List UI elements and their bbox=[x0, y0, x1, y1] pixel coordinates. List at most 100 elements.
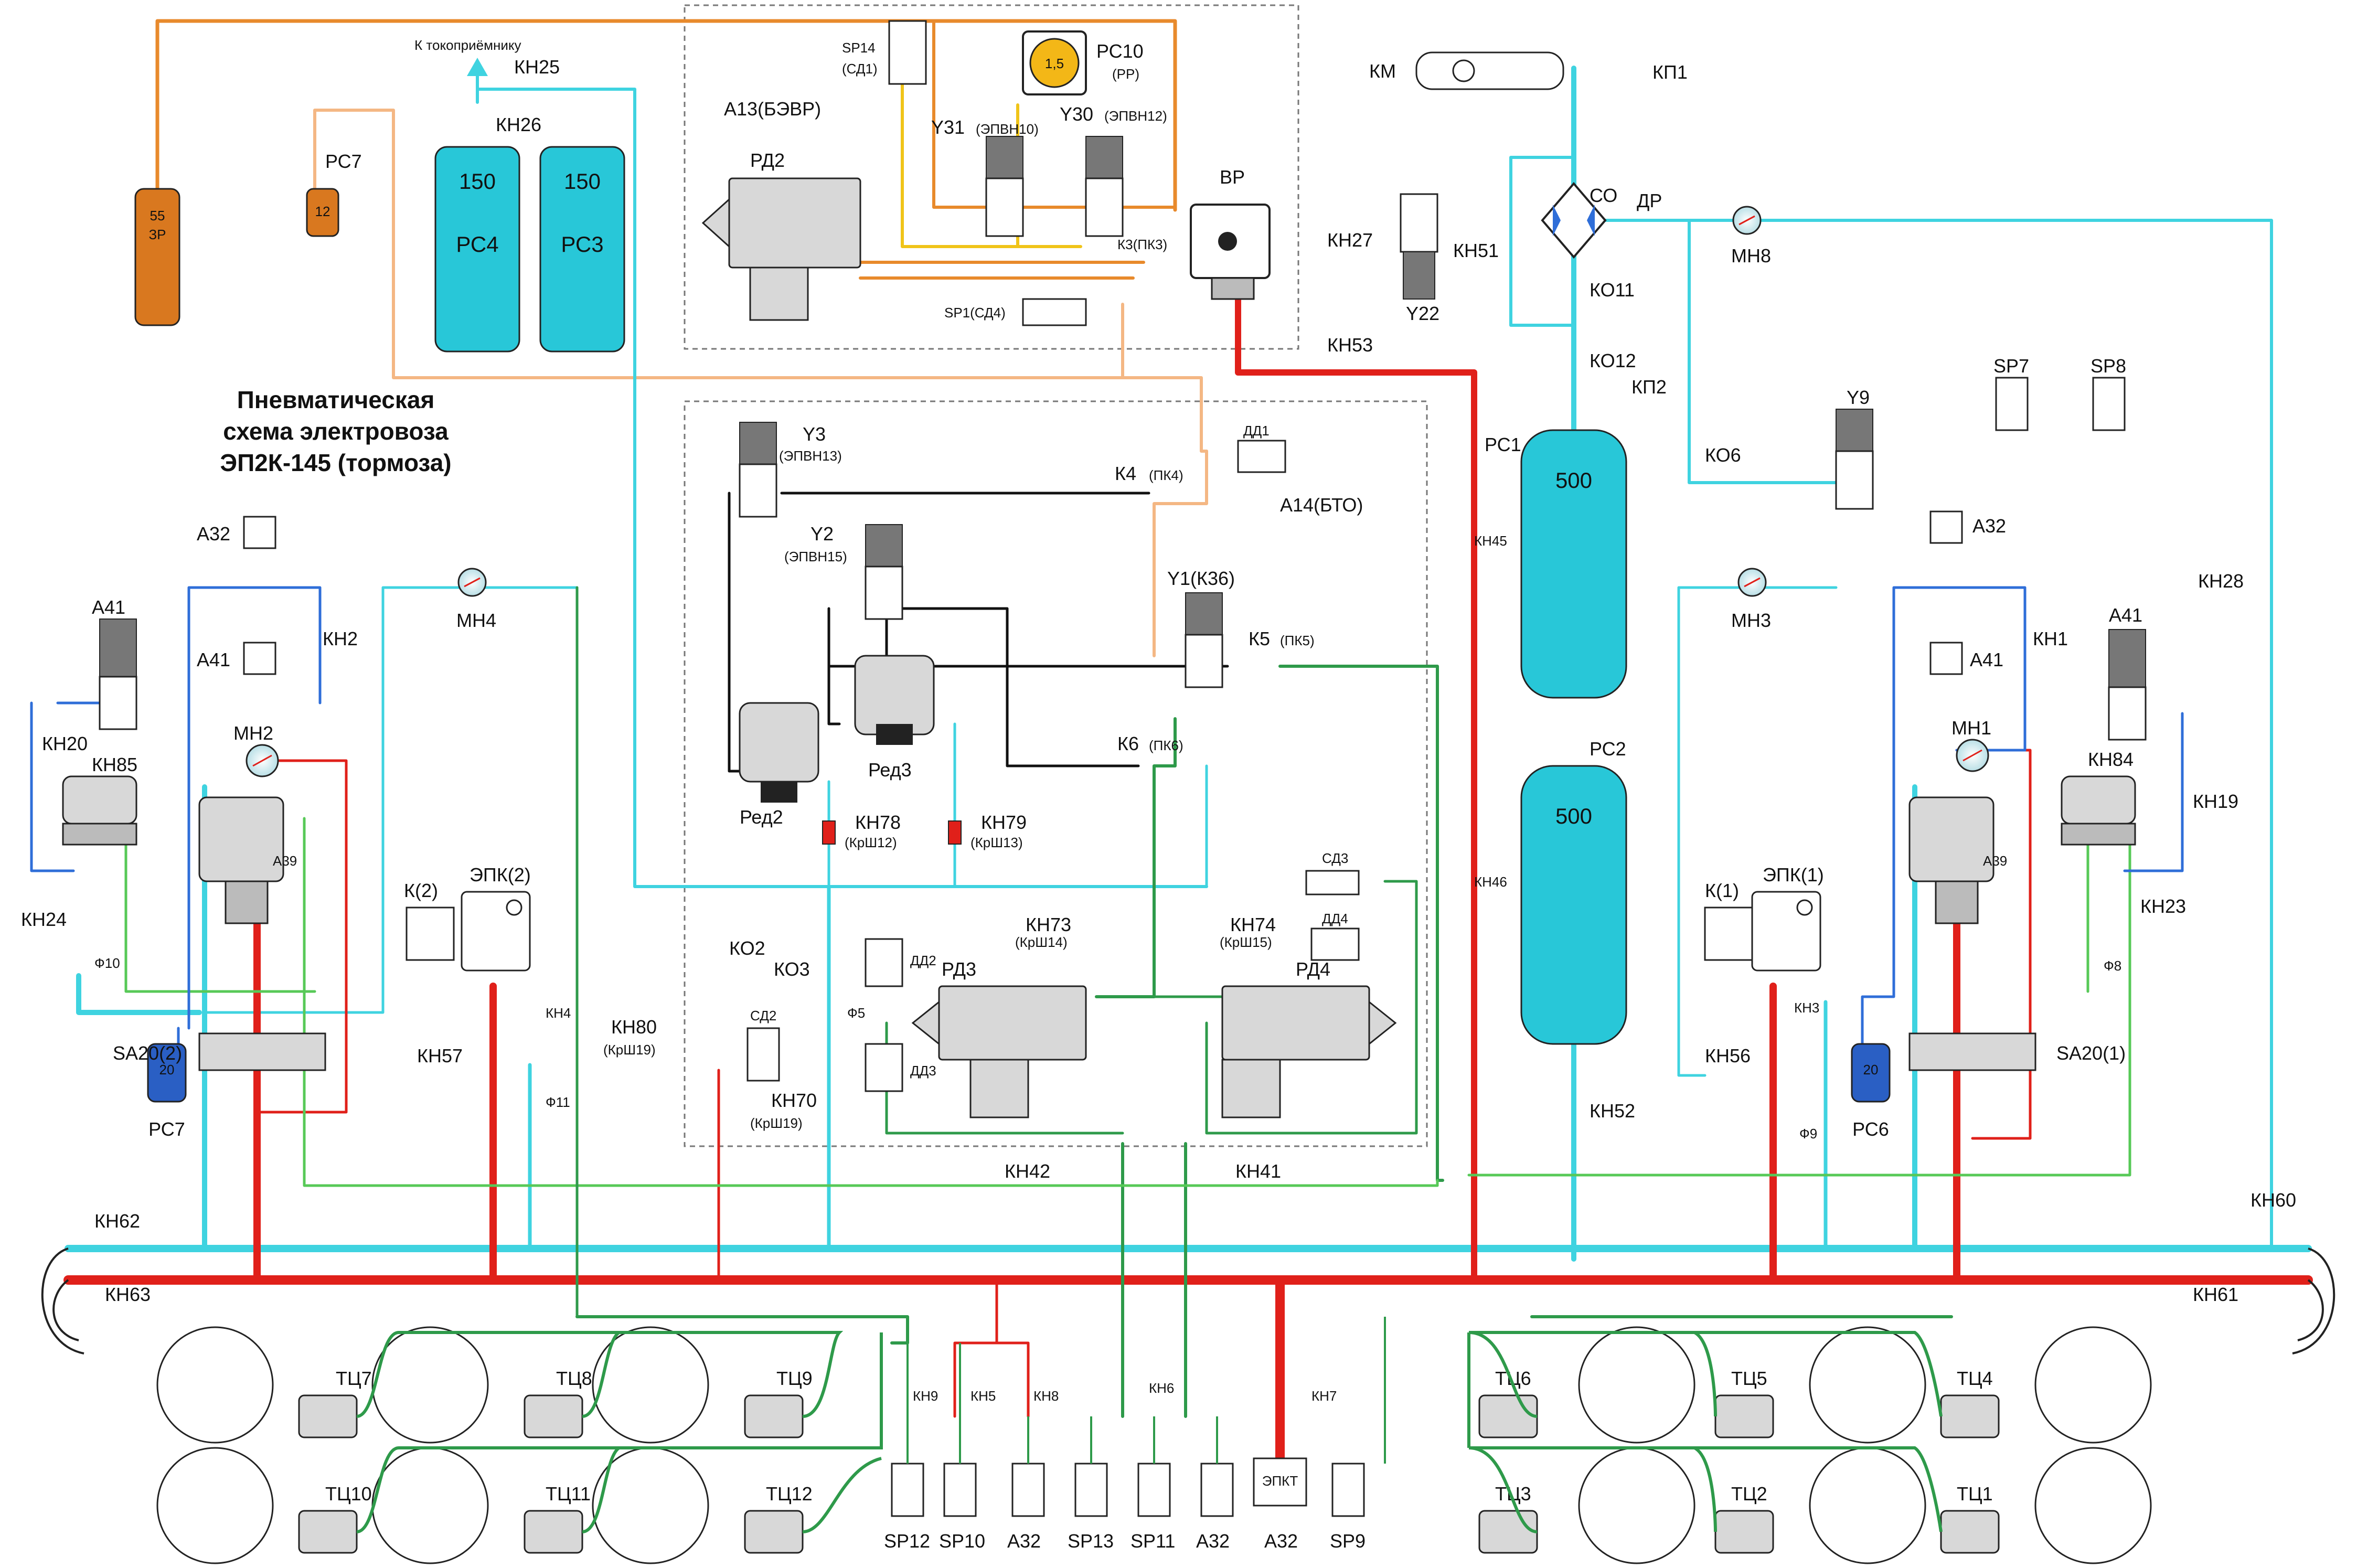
rs1-volume: 500 bbox=[1555, 468, 1592, 493]
sensor-sd3 bbox=[1305, 870, 1360, 895]
mn1-label: МН1 bbox=[1951, 717, 1991, 739]
brake-cylinder-tc1 bbox=[1940, 1510, 2000, 1554]
valve-a41-left bbox=[99, 618, 137, 730]
brake-valve-kn84 bbox=[2061, 775, 2136, 846]
tc5-label: ТЦ5 bbox=[1731, 1368, 1767, 1389]
kn3-label: КН3 bbox=[1794, 1000, 1819, 1016]
sa20-2-label: SA20(2) bbox=[113, 1042, 182, 1064]
pipe-lightgreen-right bbox=[1467, 838, 2131, 1177]
rp-label: (РР) bbox=[1112, 66, 1139, 82]
rc7-top-volume: 12 bbox=[315, 204, 330, 219]
f9-label: Ф9 bbox=[1799, 1126, 1817, 1142]
pipe-cyan-bypass bbox=[1509, 156, 1575, 327]
pipe-cyan-drops bbox=[528, 884, 1828, 1251]
sp13-label: SP13 bbox=[1068, 1530, 1114, 1552]
zr-label: ЗР bbox=[148, 227, 166, 242]
brake-valve-kn85 bbox=[62, 775, 137, 846]
gauge-mn2 bbox=[246, 744, 279, 777]
ko3-label: КО3 bbox=[774, 958, 810, 980]
kn78-label: КН78 bbox=[855, 812, 901, 833]
epk2-label: ЭПК(2) bbox=[470, 864, 531, 886]
kn28-label: КН28 bbox=[2198, 570, 2244, 592]
brake-cylinder-tc12 bbox=[744, 1510, 804, 1554]
wheel bbox=[371, 1447, 489, 1564]
krsh12-label: (КрШ12) bbox=[845, 835, 897, 850]
a13-label: А13(БЭВР) bbox=[724, 98, 821, 120]
sd2-label: СД2 bbox=[750, 1008, 776, 1023]
sd1-label: (СД1) bbox=[842, 61, 878, 77]
sensor-a32-b1 bbox=[1011, 1463, 1045, 1517]
a41-left-valve-label: А41 bbox=[92, 596, 125, 618]
rd4-label: РД4 bbox=[1296, 958, 1330, 980]
kn80-label: КН80 bbox=[611, 1016, 657, 1038]
f5-label: Ф5 bbox=[847, 1005, 865, 1021]
gauge-mn1 bbox=[1956, 739, 1989, 772]
rs2-volume: 500 bbox=[1555, 804, 1592, 828]
sensor-dd1 bbox=[1237, 440, 1286, 473]
box-k2 bbox=[406, 906, 455, 961]
kn85-label: КН85 bbox=[92, 754, 137, 775]
sensor-sp7 bbox=[1995, 377, 2029, 431]
kn27-label: КН27 bbox=[1327, 229, 1373, 251]
rs2-label: РС2 bbox=[1590, 738, 1626, 760]
a32-right-label: А32 bbox=[1972, 515, 2006, 537]
krsh15-label: (КрШ15) bbox=[1220, 934, 1272, 950]
box-a32-left bbox=[243, 516, 276, 549]
kn51-label: КН51 bbox=[1453, 240, 1499, 261]
pipe-cyan-reducers bbox=[827, 722, 1208, 888]
tc10-label: ТЦ10 bbox=[325, 1483, 372, 1505]
pk4-label: (ПК4) bbox=[1149, 467, 1183, 483]
mn2-label: МН2 bbox=[233, 722, 273, 744]
ko2-label: КО2 bbox=[729, 937, 765, 959]
pressure-regulator-rd2 bbox=[701, 177, 861, 321]
rs1-label: РС1 bbox=[1485, 434, 1521, 455]
kn84-label: КН84 bbox=[2088, 749, 2134, 770]
epk1-label: ЭПК(1) bbox=[1763, 864, 1824, 886]
valve-y31 bbox=[985, 136, 1024, 237]
sp1-label: SP1(СД4) bbox=[944, 305, 1006, 321]
dd2-label: ДД2 bbox=[910, 953, 936, 968]
pipe-black-control bbox=[728, 492, 1229, 773]
sensor-dd4 bbox=[1310, 927, 1360, 961]
pipe-green-cyl-bus bbox=[575, 1315, 1953, 1345]
pipe-lightgreen-left bbox=[124, 817, 1439, 1187]
tank-zr: 55 ЗР bbox=[134, 188, 180, 326]
zr-volume: 55 bbox=[150, 208, 165, 223]
kn53-label: КН53 bbox=[1327, 334, 1373, 356]
k4-label: К4 bbox=[1115, 463, 1136, 484]
epkt-label: ЭПКТ bbox=[1262, 1473, 1298, 1489]
valve-y30 bbox=[1085, 136, 1124, 237]
red2-label: Ред2 bbox=[740, 806, 783, 828]
k1-label: К(1) bbox=[1705, 880, 1739, 901]
tc8-label: ТЦ8 bbox=[556, 1368, 592, 1389]
k3-label: К3(ПК3) bbox=[1117, 237, 1167, 252]
rc4-label: РС4 bbox=[456, 232, 498, 257]
rc7-label: РС7 bbox=[148, 1118, 185, 1140]
sensor-sp8 bbox=[2092, 377, 2126, 431]
wheel bbox=[1809, 1447, 1926, 1564]
a32-b2-label: А32 bbox=[1196, 1530, 1230, 1552]
y30-label: Y30 bbox=[1060, 103, 1093, 125]
pipe-red-drops bbox=[253, 862, 1960, 1284]
kn9-label: КН9 bbox=[913, 1388, 938, 1404]
kn60-label: КН60 bbox=[2251, 1189, 2296, 1211]
gauge-mn8 bbox=[1732, 206, 1762, 235]
tank-rc7: 20 РС7 bbox=[147, 1043, 187, 1140]
red3-label: Ред3 bbox=[868, 759, 912, 781]
diagram-title: Пневматическая схема электровоза ЭП2К-14… bbox=[220, 386, 451, 476]
dd3-label: ДД3 bbox=[910, 1063, 936, 1079]
a14-label: А14(БТО) bbox=[1280, 494, 1363, 516]
pipe-green-rd-down bbox=[1121, 1142, 1187, 1418]
switch-sa20-2 bbox=[198, 1032, 326, 1071]
kn26-label: КН26 bbox=[496, 114, 541, 135]
kn25-label: КН25 bbox=[514, 56, 560, 78]
sp9-label: SP9 bbox=[1330, 1530, 1366, 1552]
tc2-label: ТЦ2 bbox=[1731, 1483, 1767, 1505]
f11-label: Ф11 bbox=[546, 1094, 570, 1110]
sa20-1-label: SA20(1) bbox=[2056, 1042, 2126, 1064]
kn1-label: КН1 bbox=[2033, 628, 2068, 649]
a32-b3-label: А32 bbox=[1264, 1530, 1298, 1552]
k2-label: К(2) bbox=[404, 880, 438, 901]
kn42-label: КН42 bbox=[1005, 1160, 1050, 1182]
sensor-dd3 bbox=[865, 1043, 903, 1092]
